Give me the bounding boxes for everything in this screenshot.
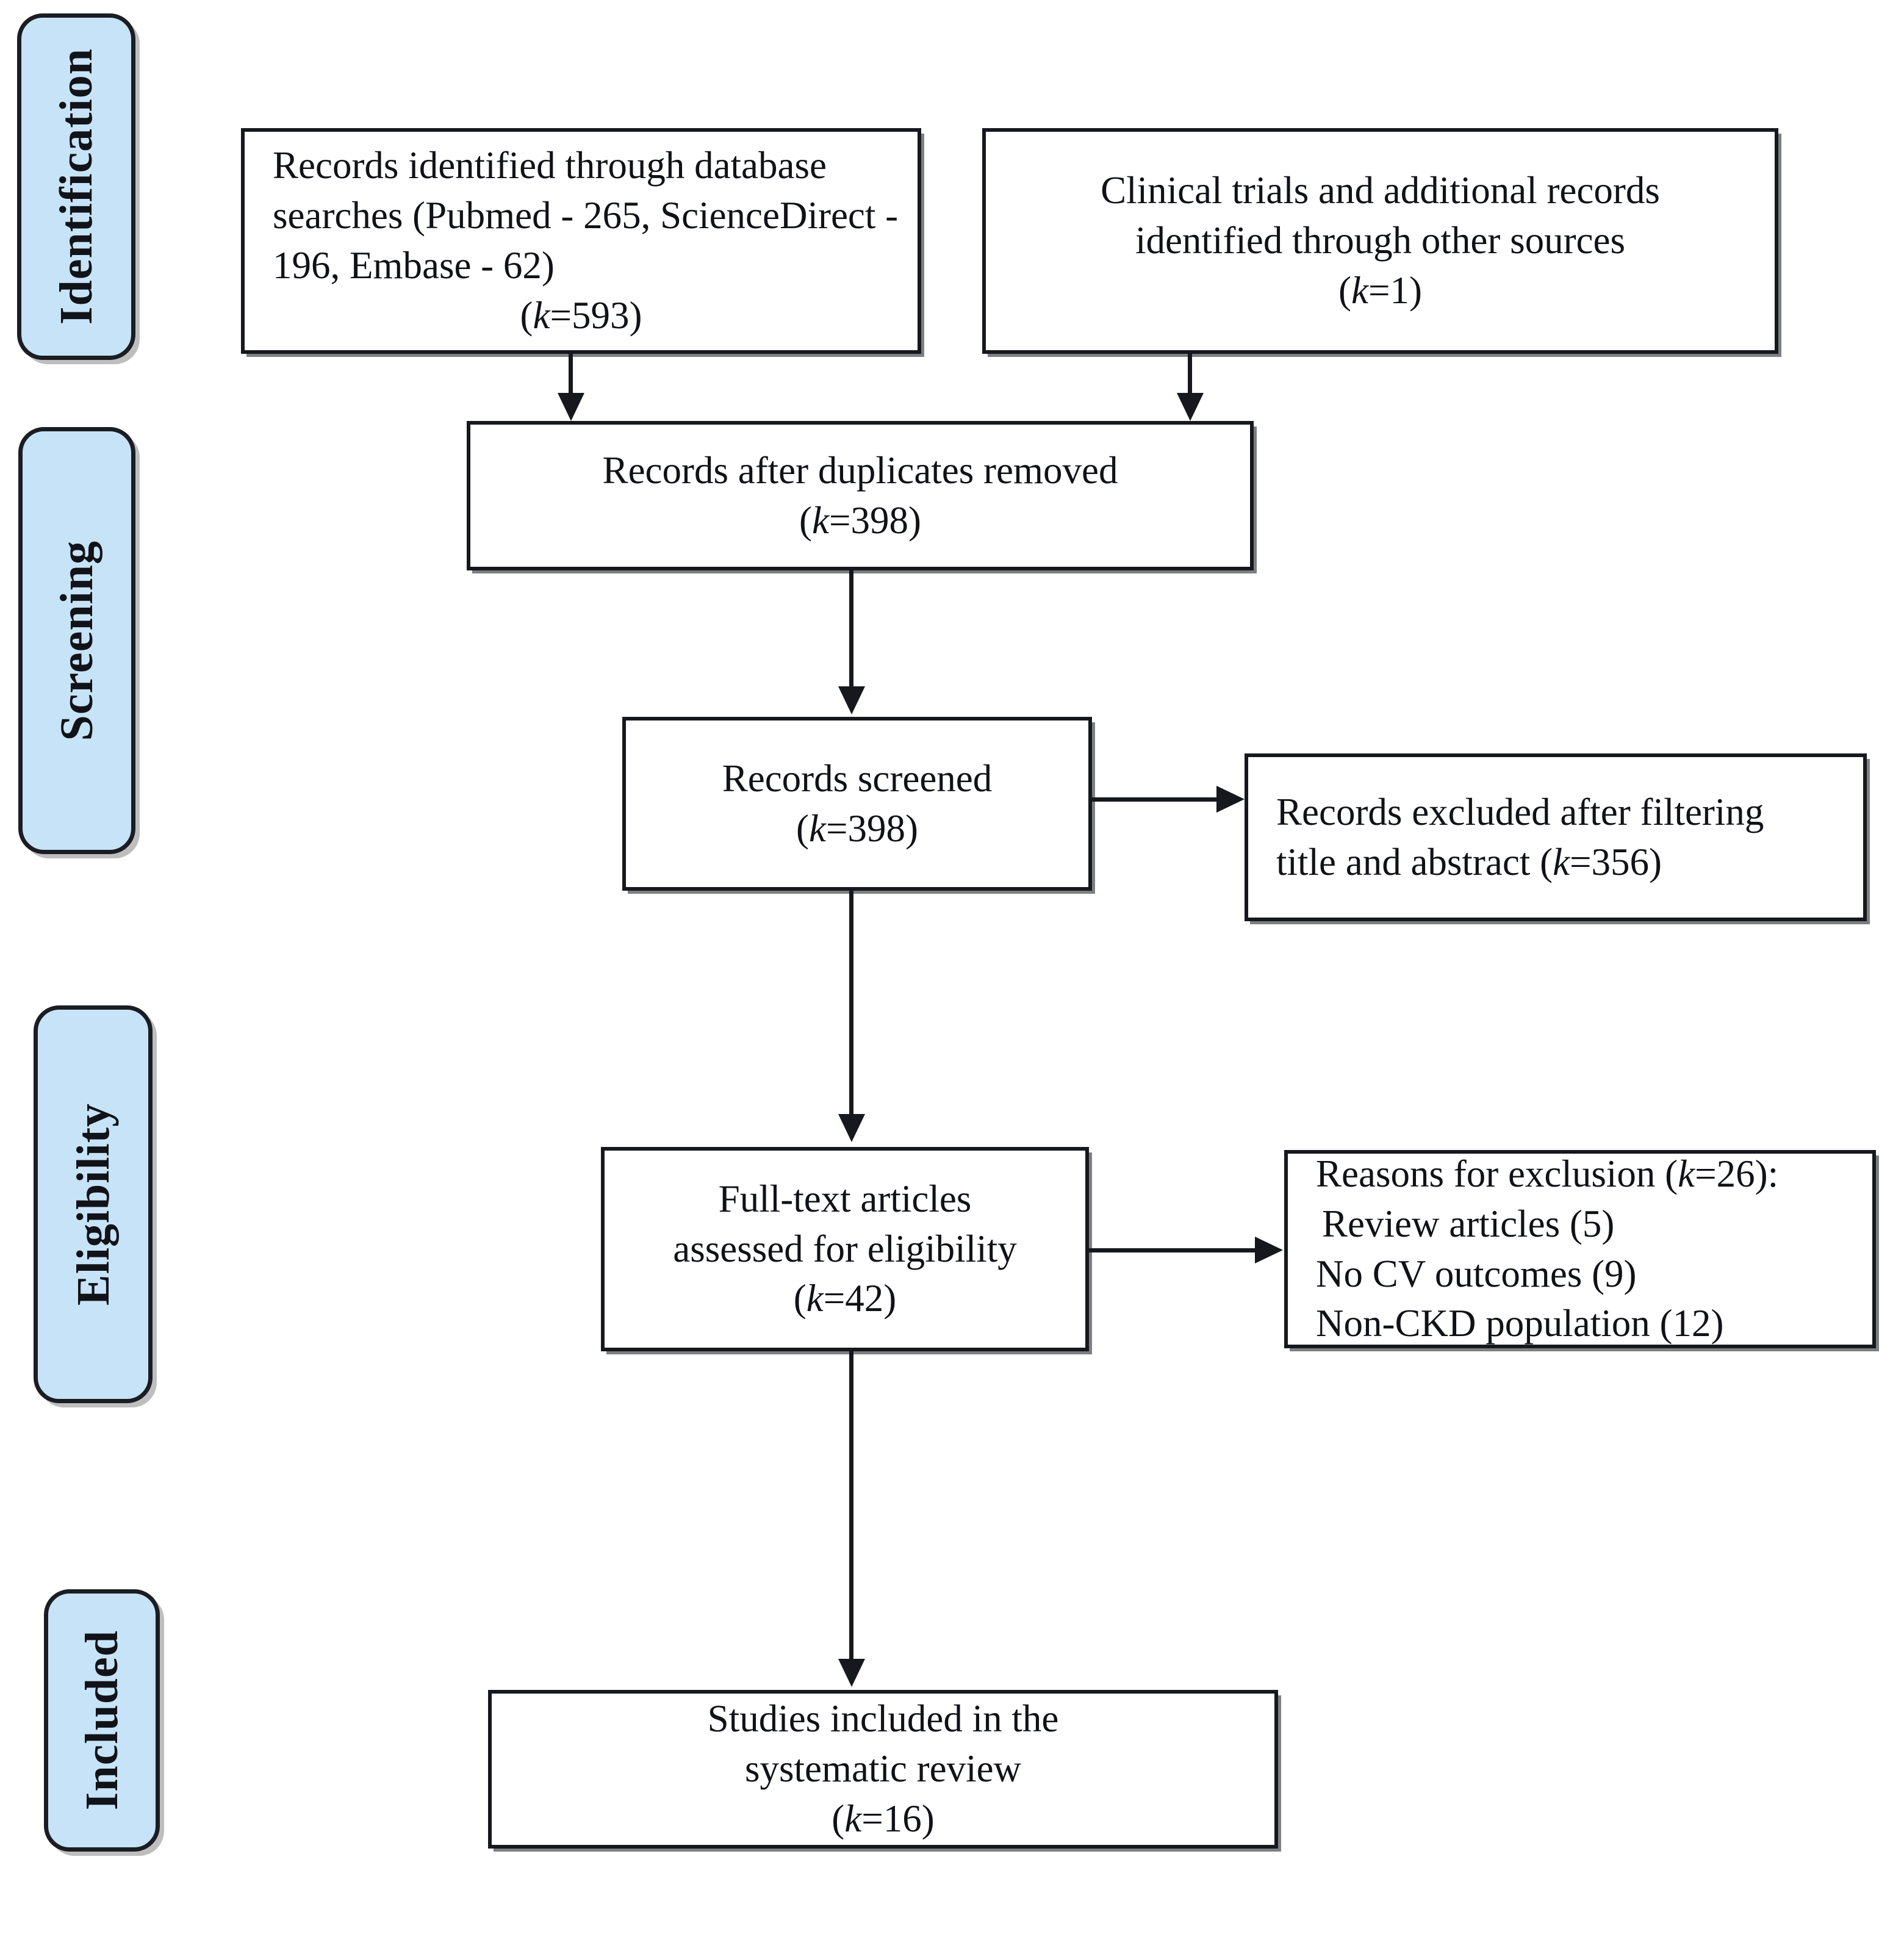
exclusion-reasons-heading-pre: Reasons for exclusion ( xyxy=(1316,1152,1678,1195)
k-symbol: k xyxy=(533,293,550,337)
k-value: =593) xyxy=(550,293,642,337)
connector-fulltext-to-included xyxy=(849,1351,853,1661)
exclusion-reason-item: Review articles (5) xyxy=(1322,1202,1615,1245)
k-value: =398) xyxy=(825,807,918,850)
fulltext-assessed-line1: Full-text articles xyxy=(718,1177,972,1220)
studies-included-line1: Studies included in the xyxy=(707,1697,1059,1741)
box-database-records: Records identified through database sear… xyxy=(241,128,921,354)
other-sources-count: (k=1) xyxy=(986,266,1775,316)
arrowhead-duplicates-to-screened xyxy=(838,686,865,714)
paren-open: ( xyxy=(799,498,812,542)
records-screened-line1: Records screened xyxy=(722,756,993,800)
stage-label-identification: Identification xyxy=(51,48,102,325)
stage-pill-eligibility: Eligibility xyxy=(34,1005,153,1403)
arrowhead-fulltext-to-included xyxy=(838,1659,865,1687)
k-symbol: k xyxy=(812,498,829,542)
records-excluded-line2-post: =356) xyxy=(1570,840,1662,883)
connector-other-to-duplicates xyxy=(1188,354,1192,395)
arrowhead-fulltext-to-reasons xyxy=(1255,1237,1283,1263)
database-records-count: (k=593) xyxy=(245,291,918,341)
exclusion-reason-item: Non-CKD population (12) xyxy=(1316,1302,1724,1345)
k-symbol: k xyxy=(809,807,826,850)
arrowhead-screened-to-excluded xyxy=(1216,786,1245,813)
connector-fulltext-to-reasons xyxy=(1089,1248,1257,1252)
stage-label-eligibility: Eligibility xyxy=(67,1103,119,1306)
stage-label-screening: Screening xyxy=(51,540,102,741)
stage-label-included: Included xyxy=(76,1630,128,1811)
studies-included-count: (k=16) xyxy=(492,1794,1274,1844)
arrowhead-other-to-duplicates xyxy=(1177,393,1204,421)
records-excluded-line1: Records excluded after filtering xyxy=(1276,790,1764,833)
k-value: =42) xyxy=(823,1277,897,1320)
paren-open: ( xyxy=(520,293,533,337)
connector-screened-to-excluded xyxy=(1092,797,1219,802)
database-records-line2: searches (Pubmed - 265, ScienceDirect - xyxy=(273,194,899,237)
duplicates-removed-line1: Records after duplicates removed xyxy=(602,448,1118,492)
stage-pill-included: Included xyxy=(44,1589,160,1852)
records-screened-count: (k=398) xyxy=(626,804,1088,854)
exclusion-reasons-heading-post: =26): xyxy=(1695,1152,1779,1195)
exclusion-reasons-heading: Reasons for exclusion (k=26): xyxy=(1288,1149,1872,1199)
arrowhead-screened-to-fulltext xyxy=(838,1114,865,1142)
paren-open: ( xyxy=(832,1797,845,1840)
fulltext-assessed-line2: assessed for eligibility xyxy=(673,1227,1017,1270)
k-symbol: k xyxy=(1678,1152,1695,1195)
k-symbol: k xyxy=(806,1277,824,1320)
box-fulltext-assessed: Full-text articles assessed for eligibil… xyxy=(601,1147,1089,1351)
connector-db-to-duplicates xyxy=(569,354,573,395)
stage-pill-screening: Screening xyxy=(18,427,135,854)
k-symbol: k xyxy=(844,1797,862,1840)
stage-pill-identification: Identification xyxy=(17,13,135,360)
records-excluded-line2-pre: title and abstract ( xyxy=(1276,840,1553,883)
database-records-line1: Records identified through database xyxy=(273,144,827,187)
fulltext-assessed-count: (k=42) xyxy=(605,1274,1085,1324)
records-excluded-line2: title and abstract (k=356) xyxy=(1248,838,1863,888)
exclusion-reason-item: No CV outcomes (9) xyxy=(1316,1252,1637,1295)
other-sources-line2: identified through other sources xyxy=(1135,219,1626,262)
k-value: =398) xyxy=(828,498,921,542)
paren-open: ( xyxy=(796,807,809,850)
database-records-line3: 196, Embase - 62) xyxy=(273,244,555,287)
paren-open: ( xyxy=(793,1277,807,1320)
box-studies-included: Studies included in the systematic revie… xyxy=(488,1690,1278,1849)
box-duplicates-removed: Records after duplicates removed (k=398) xyxy=(467,421,1254,570)
box-exclusion-reasons: Reasons for exclusion (k=26): Review art… xyxy=(1284,1150,1876,1348)
duplicates-removed-count: (k=398) xyxy=(470,496,1250,546)
box-records-excluded: Records excluded after filtering title a… xyxy=(1245,753,1867,921)
k-value: =1) xyxy=(1368,268,1422,312)
box-other-sources: Clinical trials and additional records i… xyxy=(982,128,1778,354)
k-symbol: k xyxy=(1351,268,1368,312)
arrowhead-db-to-duplicates xyxy=(558,393,584,421)
other-sources-line1: Clinical trials and additional records xyxy=(1101,169,1660,212)
paren-open: ( xyxy=(1338,268,1351,312)
k-symbol: k xyxy=(1553,840,1570,883)
connector-screened-to-fulltext xyxy=(849,891,853,1116)
box-records-screened: Records screened (k=398) xyxy=(622,717,1092,891)
studies-included-line2: systematic review xyxy=(744,1747,1022,1791)
connector-duplicates-to-screened xyxy=(849,570,853,689)
k-value: =16) xyxy=(861,1797,935,1840)
